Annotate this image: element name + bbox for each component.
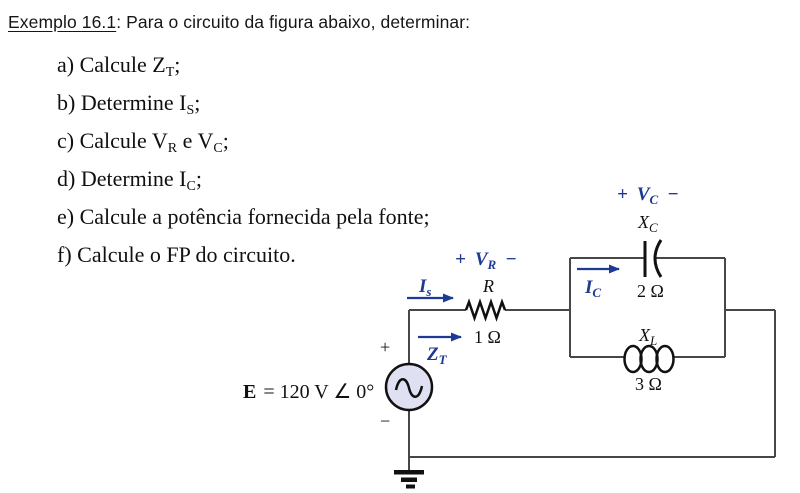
problem-subscript: S (186, 103, 195, 118)
capacitor-right-plate (653, 239, 663, 278)
inductor-symbol (623, 344, 675, 374)
source-minus-sign: − (380, 411, 390, 431)
problem-subscript: R (167, 141, 178, 156)
problem-text: ; (194, 90, 201, 115)
problem-text: f) Calcule o FP do circuito. (57, 242, 296, 267)
sine-wave-icon (394, 378, 424, 398)
source-voltage-label: E= 120 V ∠ 0° (243, 381, 374, 403)
resistor-value-label: 1 Ω (474, 327, 501, 347)
resistor-symbol (464, 298, 507, 322)
is-label: Is (418, 276, 431, 299)
problem-text: b) Determine I (57, 90, 187, 115)
problem-item-a: a) Calcule ZT; (57, 46, 430, 84)
problem-text: ; (195, 166, 202, 191)
problem-subscript: C (186, 179, 196, 194)
xl-value-label: 3 Ω (635, 374, 662, 394)
xc-value-label: 2 Ω (637, 281, 664, 301)
xc-name-label: XC (637, 212, 658, 235)
inductor-coil (655, 344, 675, 374)
capacitor-symbol (643, 239, 663, 278)
problem-item-d: d) Determine IC; (57, 160, 430, 198)
ground-symbol (394, 455, 424, 489)
vr-label: +VR− (455, 249, 517, 272)
xl-name-label: XL (638, 325, 657, 348)
vc-label: +VC− (617, 184, 679, 207)
resistor-name-label: R (482, 276, 494, 296)
problem-text: a) Calcule Z (57, 52, 166, 77)
circuit-labels: Is ZT +VR− R 1 Ω IC +VC− XC 2 Ω XL 3 Ω +… (243, 184, 679, 431)
current-arrows (407, 264, 620, 342)
problem-list: a) Calcule ZT; b) Determine IS; c) Calcu… (57, 46, 430, 274)
resistor-zigzag (464, 298, 507, 322)
problem-item-f: f) Calcule o FP do circuito. (57, 236, 430, 274)
problem-subscript: C (213, 141, 223, 156)
problem-text: e) Calcule a potência fornecida pela fon… (57, 204, 430, 229)
ground-bar-3 (406, 484, 415, 489)
zt-label: ZT (426, 344, 448, 367)
problem-text: e V (177, 128, 214, 153)
problem-item-b: b) Determine IS; (57, 84, 430, 122)
problem-text: ; (174, 52, 181, 77)
title-rest: : Para o circuito da figura abaixo, dete… (116, 12, 471, 32)
page-title: Exemplo 16.1: Para o circuito da figura … (8, 12, 470, 33)
inductor-coil (639, 344, 659, 374)
problem-subscript: T (165, 65, 175, 80)
source-plus-sign: + (380, 337, 390, 357)
ground-bar-2 (401, 477, 417, 482)
inductor-coil (623, 344, 643, 374)
problem-item-e: e) Calcule a potência fornecida pela fon… (57, 198, 430, 236)
problem-text: ; (222, 128, 229, 153)
circuit-wires (408, 257, 776, 458)
problem-text: c) Calcule V (57, 128, 168, 153)
problem-item-c: c) Calcule VR e VC; (57, 122, 430, 160)
ac-source (384, 362, 434, 412)
ic-label: IC (584, 277, 601, 300)
example-number: Exemplo 16.1 (8, 12, 117, 32)
ground-bar-1 (394, 470, 424, 475)
problem-text: d) Determine I (57, 166, 187, 191)
